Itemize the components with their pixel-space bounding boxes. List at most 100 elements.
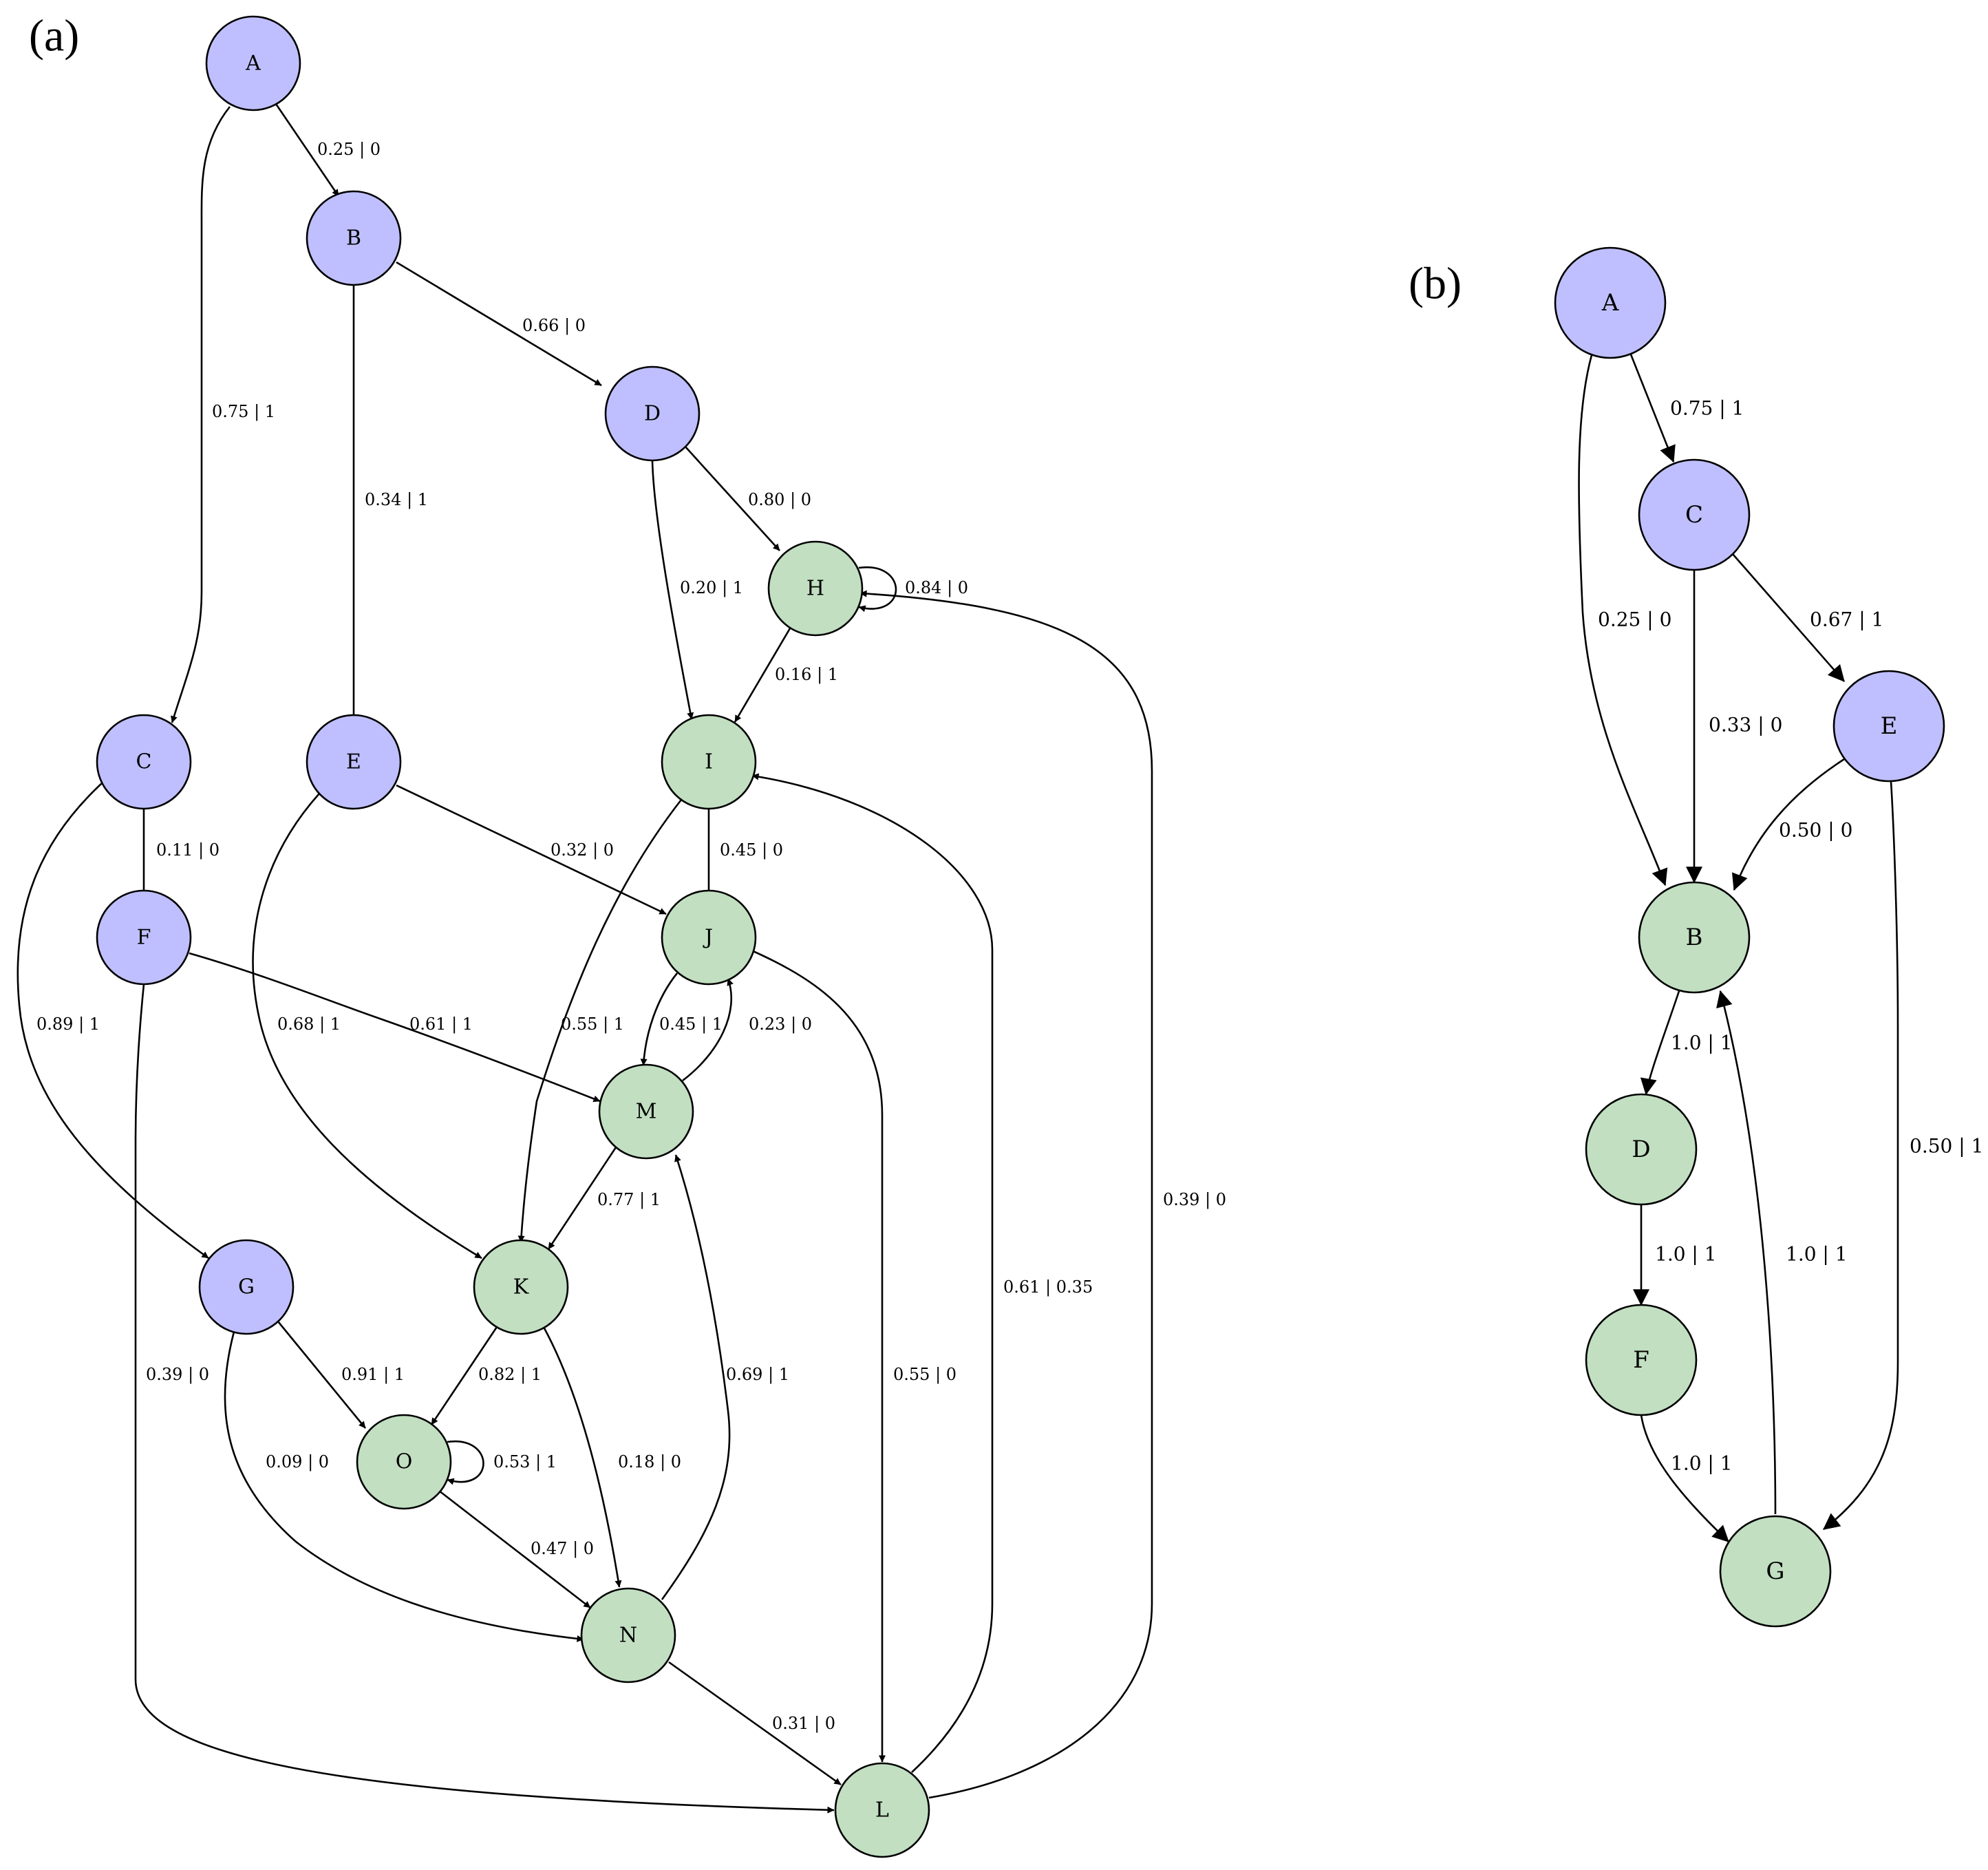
node-label: E xyxy=(1881,712,1898,740)
panel-b-edges: 0.75 | 1 0.25 | 0 0.67 | 1 0.33 | 0 0.50 | 0… xyxy=(1578,354,1983,1542)
node-b: B xyxy=(306,190,402,286)
edge-label: 0.89 | 1 xyxy=(36,1014,100,1034)
edge-line xyxy=(447,1440,484,1485)
edge-label: 0.31 | 0 xyxy=(772,1714,835,1734)
edge-label: 0.55 | 0 xyxy=(893,1365,956,1385)
edge-line xyxy=(189,952,601,1103)
edge-label: 0.32 | 0 xyxy=(551,840,614,860)
edge-line xyxy=(547,1147,617,1250)
edge-m-k: 0.77 | 1 xyxy=(547,1147,661,1250)
edge-i-j: 0.45 | 0 xyxy=(705,809,783,897)
edge-label: 0.11 | 0 xyxy=(156,840,220,860)
edge-line xyxy=(651,460,694,720)
node-circle xyxy=(834,1762,930,1858)
edge-e-k: 0.68 | 1 xyxy=(252,793,482,1260)
edge-f-g: 1.0 | 1 xyxy=(1640,1414,1733,1542)
edge-label: 0.39 | 0 xyxy=(146,1365,209,1385)
node-g: G xyxy=(198,1239,295,1335)
edge-d-f: 1.0 | 1 xyxy=(1633,1204,1717,1306)
node-circle xyxy=(205,15,301,111)
node-label: B xyxy=(1686,924,1703,951)
node-circle xyxy=(473,1239,569,1335)
panel-b-label: (b) xyxy=(1409,259,1462,309)
node-circle xyxy=(306,190,402,286)
node-circle xyxy=(1585,1093,1698,1206)
edge-label: 0.50 | 0 xyxy=(1779,819,1852,842)
node-f: F xyxy=(96,889,192,986)
node-j: J xyxy=(661,889,757,986)
edge-a-c: 0.75 | 1 xyxy=(171,106,275,723)
node-circle xyxy=(1832,670,1945,783)
edge-label: 0.84 | 0 xyxy=(905,578,968,598)
node-e: E xyxy=(306,714,402,810)
edge-label: 0.23 | 0 xyxy=(749,1014,812,1034)
node-label: D xyxy=(644,402,661,426)
edge-e-b: 0.50 | 0 xyxy=(1731,758,1852,891)
edge-label: 0.18 | 0 xyxy=(618,1452,681,1472)
node-d: D xyxy=(604,365,701,462)
node-label: H xyxy=(806,577,824,601)
edge-d-h: 0.80 | 0 xyxy=(684,445,811,551)
edge-line xyxy=(668,1661,842,1786)
edge-i-k: 0.55 | 1 xyxy=(517,799,683,1243)
edge-line xyxy=(1731,758,1845,891)
node-a: A xyxy=(1554,246,1667,359)
edge-o-n: 0.47 | 0 xyxy=(438,1489,594,1609)
edge-label: 1.0 | 1 xyxy=(1786,1243,1848,1266)
node-circle xyxy=(306,714,402,810)
edge-b-d: 1.0 | 1 xyxy=(1640,990,1733,1096)
edge-label: 0.45 | 1 xyxy=(659,1014,723,1034)
edge-c-f: 0.11 | 0 xyxy=(140,809,220,897)
edge-f-m: 0.61 | 1 xyxy=(189,952,601,1103)
edge-line xyxy=(1823,780,1899,1531)
edge-c-g: 0.89 | 1 xyxy=(17,783,209,1260)
edge-label: 0.75 | 1 xyxy=(212,402,275,422)
edge-g-o: 0.91 | 1 xyxy=(277,1321,405,1429)
edge-g-b: 1.0 | 1 xyxy=(1716,990,1848,1515)
node-circle xyxy=(598,1063,694,1160)
edge-g-n: 0.09 | 0 xyxy=(224,1331,584,1642)
node-g: G xyxy=(1719,1515,1832,1628)
edge-b-e: 0.34 | 1 xyxy=(350,285,428,723)
node-c: C xyxy=(1638,458,1751,571)
edge-line xyxy=(134,984,835,1814)
node-label: C xyxy=(1685,501,1703,529)
edge-line xyxy=(542,1326,622,1588)
edge-label: 0.33 | 0 xyxy=(1709,714,1782,736)
node-circle xyxy=(96,889,192,986)
node-h: H xyxy=(767,540,864,637)
edge-label: 0.34 | 1 xyxy=(365,490,428,510)
node-m: M xyxy=(598,1063,694,1160)
node-label: L xyxy=(875,1798,889,1823)
edge-line xyxy=(684,445,780,551)
edge-line xyxy=(396,784,667,915)
edge-k-n: 0.18 | 0 xyxy=(542,1326,681,1588)
edge-label: 0.25 | 0 xyxy=(1598,608,1671,631)
edge-label: 0.67 | 1 xyxy=(1810,608,1883,631)
node-o: O xyxy=(356,1414,452,1510)
edge-line xyxy=(858,566,897,613)
edge-f-l: 0.39 | 0 xyxy=(134,984,835,1814)
edge-line xyxy=(682,978,734,1082)
edge-label: 0.75 | 1 xyxy=(1670,397,1744,420)
node-a: A xyxy=(205,15,301,111)
panel-b: (b) 0.75 | 1 0.25 | 0 0.67 | 1 0.33 | 0 0.50… xyxy=(1409,246,1983,1628)
edge-n-m: 0.69 | 1 xyxy=(661,1154,789,1600)
edge-line xyxy=(17,783,209,1260)
edge-label: 0.47 | 0 xyxy=(531,1539,594,1559)
edge-label: 0.91 | 1 xyxy=(341,1365,405,1385)
node-label: O xyxy=(396,1450,413,1474)
edge-line xyxy=(396,261,602,387)
node-circle xyxy=(1719,1515,1832,1628)
node-c: C xyxy=(96,714,192,810)
edge-line xyxy=(1578,354,1668,886)
node-f: F xyxy=(1585,1304,1698,1416)
edge-label: 0.77 | 1 xyxy=(597,1190,661,1210)
edge-a-c: 0.75 | 1 xyxy=(1629,354,1744,463)
edge-line xyxy=(661,1154,731,1600)
edge-line xyxy=(171,106,231,723)
edge-label: 0.82 | 1 xyxy=(478,1365,542,1385)
node-label: F xyxy=(137,926,151,950)
node-label: B xyxy=(346,226,361,251)
